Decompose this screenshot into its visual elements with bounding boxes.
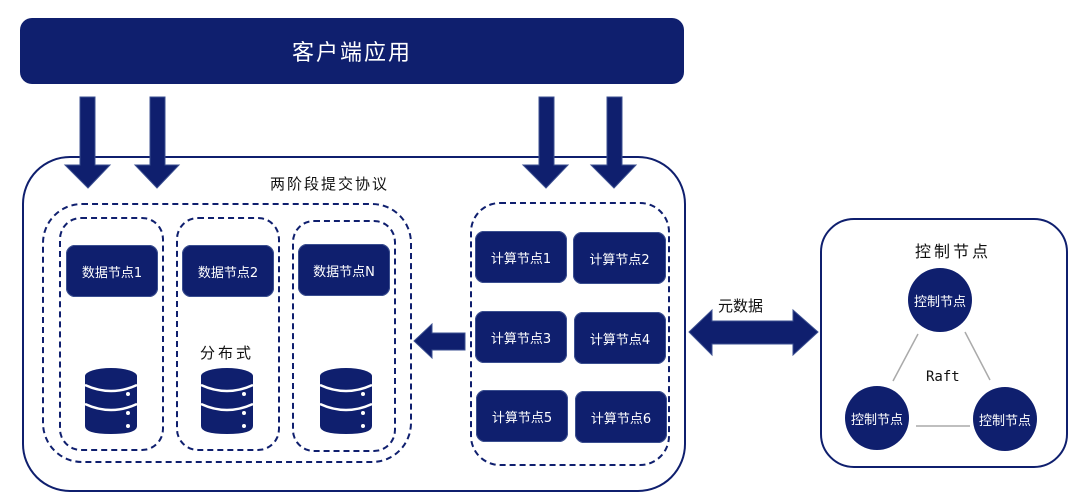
- database-icon: [319, 368, 373, 434]
- control-node-left: 控制节点: [845, 386, 909, 450]
- down-arrow-icon: [589, 96, 638, 189]
- control-node-container: [820, 218, 1068, 468]
- compute-node-1-label: 计算节点1: [490, 251, 552, 267]
- control-node-title: 控制节点: [915, 242, 992, 261]
- compute-node-4-label: 计算节点4: [589, 332, 651, 348]
- control-node-right: 控制节点: [973, 387, 1037, 451]
- compute-node-4: 计算节点4: [574, 312, 666, 364]
- compute-node-1: 计算节点1: [475, 231, 567, 283]
- down-arrow-icon: [63, 96, 112, 189]
- compute-node-3-label: 计算节点3: [490, 331, 552, 347]
- compute-node-2-label: 计算节点2: [589, 252, 650, 268]
- database-icon: [200, 368, 254, 434]
- data-node-n-label: 数据节点N: [313, 264, 375, 280]
- distributed-label: 分布式: [200, 344, 255, 362]
- two-phase-commit-label: 两阶段提交协议: [270, 175, 390, 193]
- compute-node-2: 计算节点2: [573, 232, 666, 284]
- down-arrow-icon: [521, 96, 570, 189]
- compute-node-5-label: 计算节点5: [491, 410, 553, 426]
- control-node-top-label: 控制节点: [913, 294, 966, 310]
- compute-node-6: 计算节点6: [575, 391, 667, 443]
- control-node-top: 控制节点: [908, 268, 972, 332]
- control-node-left-label: 控制节点: [850, 412, 903, 428]
- compute-node-5: 计算节点5: [476, 390, 568, 442]
- data-node-1: 数据节点1: [66, 245, 158, 297]
- raft-link-top-right: [964, 331, 991, 381]
- raft-link-top-left: [892, 333, 919, 382]
- data-node-1-label: 数据节点1: [81, 265, 143, 281]
- compute-node-group: [470, 202, 670, 466]
- data-node-n: 数据节点N: [298, 244, 390, 296]
- compute-node-3: 计算节点3: [475, 311, 567, 363]
- metadata-label: 元数据: [718, 297, 764, 315]
- data-node-column-n: [292, 220, 396, 452]
- cluster-container: [22, 156, 686, 492]
- data-node-2-label: 数据节点2: [197, 265, 259, 281]
- database-icon: [84, 368, 138, 434]
- compute-node-6-label: 计算节点6: [590, 411, 652, 427]
- data-node-2: 数据节点2: [182, 245, 274, 297]
- data-node-group: [42, 203, 412, 463]
- client-application-label: 客户端应用: [291, 41, 412, 66]
- data-node-column-2: [176, 217, 280, 451]
- down-arrow-icon: [133, 96, 181, 189]
- bidirectional-arrow-icon: [688, 308, 819, 357]
- client-application: 客户端应用: [20, 18, 684, 84]
- control-node-right-label: 控制节点: [978, 413, 1031, 429]
- raft-label: Raft: [926, 369, 960, 385]
- left-arrow-icon: [413, 322, 466, 360]
- data-node-column-1: [59, 217, 164, 451]
